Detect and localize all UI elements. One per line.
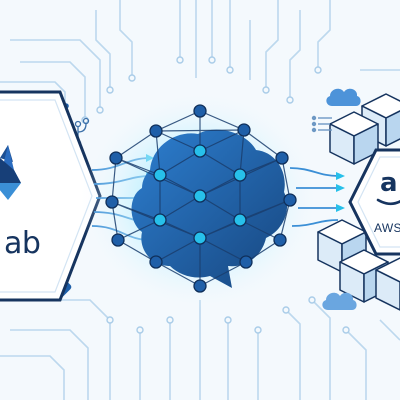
aws-smile-icon — [376, 198, 400, 206]
network-edges — [111, 110, 291, 287]
gitlab-fox-icon — [0, 145, 21, 200]
network-node — [233, 168, 247, 182]
network-node — [149, 124, 163, 138]
network-node — [283, 193, 297, 207]
left-platform-label: ab — [4, 226, 41, 261]
network-node — [233, 213, 247, 227]
network-node — [273, 233, 287, 247]
network-node — [153, 168, 167, 182]
network-node — [193, 189, 207, 203]
infrastructure-cubes — [317, 93, 400, 311]
cube — [375, 257, 400, 311]
network-nodes — [105, 104, 297, 293]
right-platform-label: AWS — [374, 221, 400, 235]
trace-nodes — [61, 56, 350, 334]
network-node — [109, 151, 123, 165]
network-node — [275, 151, 289, 165]
right-platform-logo-text: a — [380, 168, 398, 198]
network-node — [193, 279, 207, 293]
network-node — [237, 123, 251, 137]
list-icon — [311, 115, 332, 133]
network-node — [239, 255, 253, 269]
target-platform-panel — [348, 148, 400, 256]
cloud-icon — [326, 88, 361, 106]
network-node — [149, 255, 163, 269]
output-flow-lines — [289, 167, 339, 227]
source-platform-panel — [0, 90, 102, 302]
cube — [329, 111, 379, 165]
network-node — [105, 195, 119, 209]
network-node — [193, 231, 207, 245]
network-node — [111, 233, 125, 247]
network-node — [193, 144, 207, 158]
network-node — [193, 104, 207, 118]
cloud-icon — [322, 292, 357, 310]
output-arrow-icons — [336, 172, 345, 212]
network-node — [153, 213, 167, 227]
